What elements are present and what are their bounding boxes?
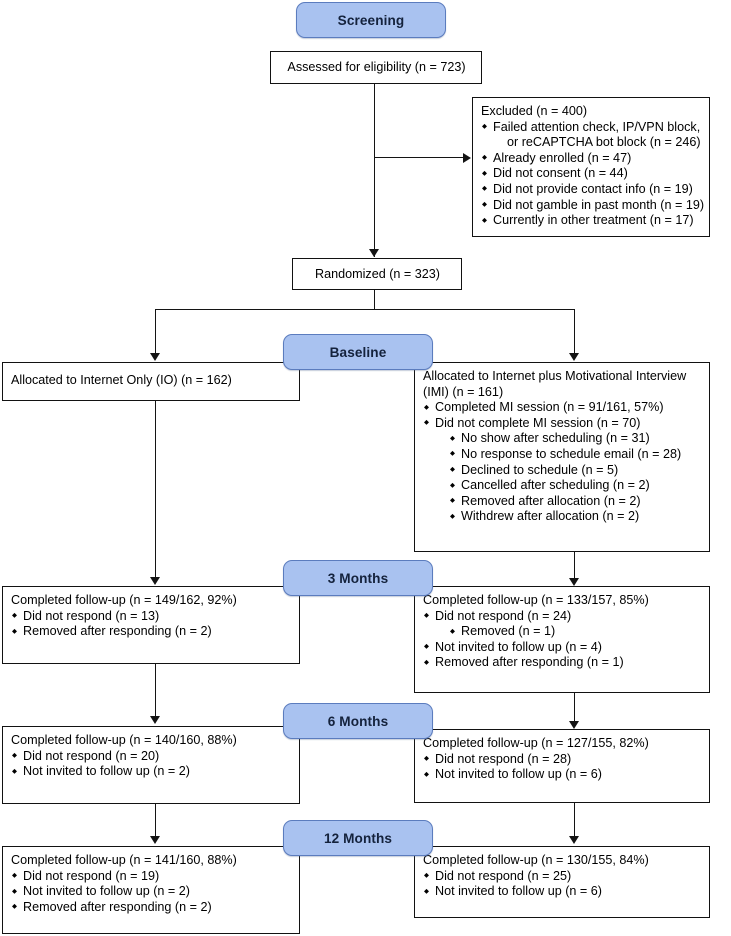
- arrowhead-io-12mo: [150, 836, 160, 844]
- stage-label-screening: Screening: [337, 12, 405, 28]
- stage-banner-6-months: 6 Months: [283, 703, 433, 739]
- io-6mo-list: Did not respond (n = 20) Not invited to …: [11, 748, 292, 780]
- imi-3mo-header: Completed follow-up (n = 133/157, 85%): [423, 593, 649, 607]
- arrowhead-imi-12mo: [569, 836, 579, 844]
- io-12mo-header: Completed follow-up (n = 141/160, 88%): [11, 853, 237, 867]
- list-item-sub: Removed (n = 1): [423, 624, 702, 640]
- list-item-sub: Removed after allocation (n = 2): [423, 493, 702, 510]
- node-io-12-month-followup: Completed follow-up (n = 141/160, 88%) D…: [2, 846, 300, 934]
- connector-imi-to-3mo: [574, 552, 576, 582]
- list-item: Removed after responding (n = 1): [423, 655, 702, 671]
- node-allocated-internet-plus-mi: Allocated to Internet plus Motivational …: [414, 362, 710, 552]
- alloc-imi-list: Completed MI session (n = 91/161, 57%) D…: [423, 400, 702, 525]
- list-item: Not invited to follow up (n = 6): [423, 884, 702, 900]
- list-item: Did not respond (n = 24): [423, 608, 702, 625]
- connector-randomized-down: [374, 290, 376, 310]
- connector-split-left: [155, 309, 157, 358]
- list-item: Not invited to follow up (n = 2): [11, 764, 292, 780]
- list-item: Did not gamble in past month (n = 19): [481, 197, 704, 214]
- list-item: Currently in other treatment (n = 17): [481, 213, 702, 229]
- alloc-io-header: Allocated to Internet Only (IO) (n = 162…: [11, 373, 232, 387]
- arrowhead-to-alloc-imi: [569, 353, 579, 361]
- imi-6mo-header: Completed follow-up (n = 127/155, 82%): [423, 736, 649, 750]
- stage-label-6-months: 6 Months: [327, 713, 389, 729]
- list-item-sub: Declined to schedule (n = 5): [423, 462, 702, 479]
- stage-banner-screening: Screening: [296, 2, 446, 38]
- node-io-3-month-followup: Completed follow-up (n = 149/162, 92%) D…: [2, 586, 300, 664]
- imi-3mo-list: Did not respond (n = 24) Removed (n = 1)…: [423, 608, 702, 671]
- arrowhead-imi-3mo: [569, 578, 579, 586]
- list-item: Completed MI session (n = 91/161, 57%): [423, 400, 702, 416]
- node-imi-6-month-followup: Completed follow-up (n = 127/155, 82%) D…: [414, 729, 710, 803]
- list-item-sub: Cancelled after scheduling (n = 2): [423, 478, 702, 494]
- list-item-sub: Withdrew after allocation (n = 2): [423, 509, 702, 525]
- list-item: Failed attention check, IP/VPN block,: [481, 119, 702, 136]
- list-item: Did not consent (n = 44): [481, 166, 702, 182]
- assessed-header: Assessed for eligibility (n = 723): [287, 60, 466, 74]
- arrowhead-imi-6mo: [569, 721, 579, 729]
- node-imi-3-month-followup: Completed follow-up (n = 133/157, 85%) D…: [414, 586, 710, 693]
- connector-split-right: [574, 309, 576, 358]
- list-item: Did not respond (n = 19): [11, 868, 292, 885]
- connector-assessed-to-randomized: [374, 84, 376, 257]
- list-item: Not invited to follow up (n = 2): [11, 884, 292, 900]
- list-item: Not invited to follow up (n = 4): [423, 639, 702, 656]
- imi-12mo-list: Did not respond (n = 25) Not invited to …: [423, 868, 702, 900]
- stage-label-3-months: 3 Months: [327, 570, 389, 586]
- stage-label-baseline: Baseline: [329, 344, 387, 360]
- list-item: Did not complete MI session (n = 70): [423, 415, 702, 432]
- excluded-header: Excluded (n = 400): [481, 104, 588, 118]
- imi-12mo-header: Completed follow-up (n = 130/155, 84%): [423, 853, 649, 867]
- connector-io-to-12mo: [155, 804, 157, 840]
- connector-to-excluded: [374, 157, 464, 159]
- arrowhead-to-excluded: [463, 153, 471, 163]
- excluded-list: Failed attention check, IP/VPN block, or…: [481, 119, 704, 229]
- node-imi-12-month-followup: Completed follow-up (n = 130/155, 84%) D…: [414, 846, 710, 918]
- list-item: Removed after responding (n = 2): [11, 899, 292, 916]
- arrowhead-to-alloc-io: [150, 353, 160, 361]
- node-io-6-month-followup: Completed follow-up (n = 140/160, 88%) D…: [2, 726, 300, 804]
- list-item-continuation: or reCAPTCHA bot block (n = 246): [507, 135, 701, 150]
- list-item: Did not respond (n = 25): [423, 868, 702, 885]
- node-assessed-for-eligibility: Assessed for eligibility (n = 723): [270, 51, 482, 84]
- io-3mo-list: Did not respond (n = 13) Removed after r…: [11, 608, 292, 640]
- randomized-header: Randomized (n = 323): [315, 267, 440, 281]
- list-item: Removed after responding (n = 2): [11, 624, 292, 640]
- arrowhead-to-randomized: [369, 249, 379, 257]
- list-item: Did not provide contact info (n = 19): [481, 181, 702, 198]
- io-6mo-header: Completed follow-up (n = 140/160, 88%): [11, 733, 237, 747]
- list-item: Did not respond (n = 13): [11, 608, 292, 625]
- list-item: Already enrolled (n = 47): [481, 150, 702, 167]
- connector-io-to-3mo: [155, 401, 157, 581]
- stage-banner-12-months: 12 Months: [283, 820, 433, 856]
- list-item: Did not respond (n = 20): [11, 748, 292, 765]
- connector-imi-to-6mo: [574, 693, 576, 725]
- list-item-sub: No show after scheduling (n = 31): [423, 431, 702, 447]
- list-item-sub: No response to schedule email (n = 28): [423, 446, 702, 463]
- node-randomized: Randomized (n = 323): [292, 258, 462, 290]
- node-excluded: Excluded (n = 400) Failed attention chec…: [472, 97, 710, 237]
- stage-banner-3-months: 3 Months: [283, 560, 433, 596]
- alloc-imi-header-line2: (IMI) (n = 161): [423, 384, 504, 399]
- list-item: Not invited to follow up (n = 6): [423, 767, 702, 783]
- arrowhead-io-3mo: [150, 577, 160, 585]
- alloc-imi-header-line1: Allocated to Internet plus Motivational …: [423, 369, 687, 383]
- node-allocated-internet-only: Allocated to Internet Only (IO) (n = 162…: [2, 362, 300, 401]
- stage-label-12-months: 12 Months: [323, 830, 393, 846]
- connector-allocation-split: [155, 309, 575, 311]
- arrowhead-io-6mo: [150, 716, 160, 724]
- list-item: Did not respond (n = 28): [423, 751, 702, 768]
- imi-6mo-list: Did not respond (n = 28) Not invited to …: [423, 751, 702, 783]
- io-12mo-list: Did not respond (n = 19) Not invited to …: [11, 868, 292, 916]
- stage-banner-baseline: Baseline: [283, 334, 433, 370]
- connector-imi-to-12mo: [574, 803, 576, 840]
- io-3mo-header: Completed follow-up (n = 149/162, 92%): [11, 593, 237, 607]
- connector-io-to-6mo: [155, 664, 157, 720]
